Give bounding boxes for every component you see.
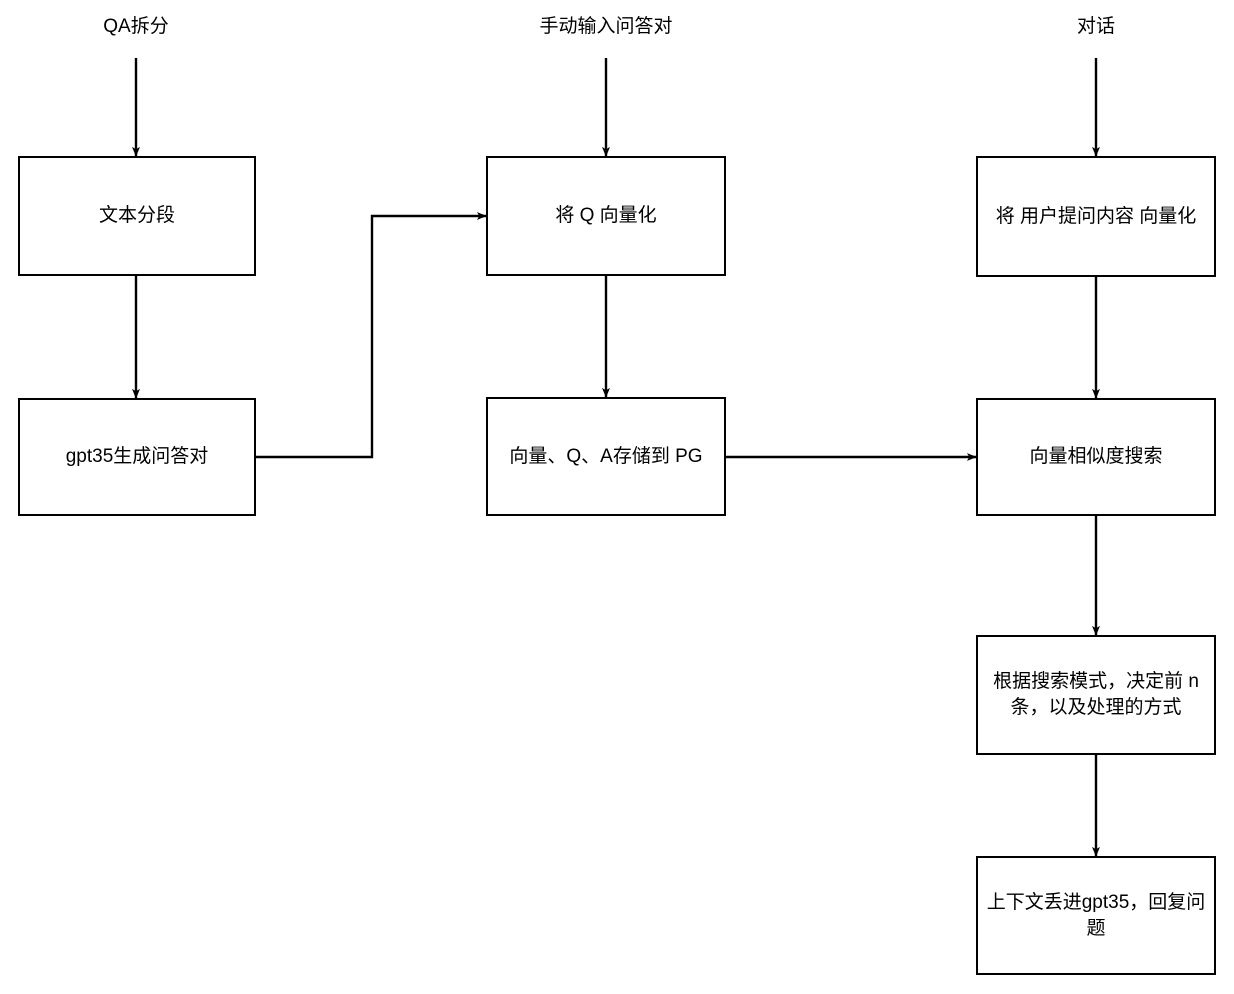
node-store-to-pg[interactable]: 向量、Q、A存储到 PG	[486, 397, 726, 516]
entry-label-manual-qa: 手动输入问答对	[539, 16, 673, 37]
node-vectorize-q[interactable]: 将 Q 向量化	[486, 156, 726, 276]
node-text-split-label: 文本分段	[98, 205, 175, 227]
node-vectorize-q-label: 将 Q 向量化	[555, 205, 657, 227]
entry-label-dialogue: 对话	[1076, 16, 1116, 37]
node-vectorize-user-question[interactable]: 将 用户提问内容 向量化	[976, 156, 1216, 277]
node-vector-similarity-search[interactable]: 向量相似度搜索	[976, 398, 1216, 516]
node-decide-top-n-label: 根据搜索模式，决定前 n 条，以及处理的方式	[993, 671, 1199, 718]
node-vectorize-user-question-label: 将 用户提问内容 向量化	[995, 205, 1197, 227]
node-decide-top-n[interactable]: 根据搜索模式，决定前 n 条，以及处理的方式	[976, 635, 1216, 755]
connector-gpt35-to-vectorize-q	[256, 212, 487, 459]
entry-label-qa-split: QA拆分	[103, 16, 169, 37]
node-context-to-gpt35-label: 上下文丢进gpt35，回复问题	[986, 891, 1206, 939]
node-store-to-pg-label: 向量、Q、A存储到 PG	[509, 445, 703, 467]
node-gpt35-generate-qa[interactable]: gpt35生成问答对	[18, 398, 256, 516]
node-vector-similarity-search-label: 向量相似度搜索	[1029, 446, 1163, 468]
node-gpt35-generate-qa-label: gpt35生成问答对	[65, 446, 209, 468]
node-text-split[interactable]: 文本分段	[18, 156, 256, 276]
node-context-to-gpt35[interactable]: 上下文丢进gpt35，回复问题	[976, 856, 1216, 975]
